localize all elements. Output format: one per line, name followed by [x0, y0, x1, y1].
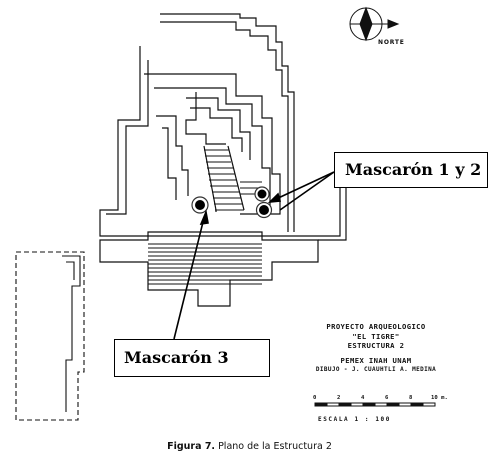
- site-name: "EL TIGRE": [352, 331, 400, 341]
- upper-outline-inner: [160, 21, 289, 232]
- platform-left-steps: [156, 115, 189, 196]
- north-label: NORTE: [378, 39, 405, 46]
- figure-number: Figura 7.: [167, 441, 216, 452]
- platform-step-2: [190, 107, 243, 152]
- figure-caption: Figura 7. Plano de la Estructura 2: [0, 441, 499, 452]
- left-structure-step-2: [66, 261, 75, 280]
- left-outline: [99, 46, 347, 241]
- scale-tick-8: 8: [409, 395, 413, 401]
- mascaron-3-label: Mascarón 3: [114, 339, 270, 377]
- platform-outer: [144, 73, 281, 215]
- scale-bar: [314, 402, 436, 407]
- north-arrow-icon: [349, 6, 400, 42]
- platform-mid: [154, 87, 271, 206]
- platform-left-steps-2: [162, 127, 177, 200]
- scale-tick-6: 6: [385, 395, 389, 401]
- scale-tick-4: 4: [361, 395, 365, 401]
- mascaron-1-2-label: Mascarón 1 y 2: [334, 152, 488, 188]
- arrow-mascaron-3: [173, 217, 205, 340]
- left-structure-step: [62, 255, 81, 412]
- scale-label: ESCALA 1 : 100: [318, 416, 391, 423]
- structure-name: ESTRUCTURA 2: [347, 341, 405, 350]
- scale-tick-0: 0: [313, 395, 317, 401]
- drawing-credit: DIBUJO - J. CUAUHTLI A. MEDINA: [315, 366, 437, 373]
- stair-right-edge: [227, 145, 245, 211]
- figure-caption-text: Plano de la Estructura 2: [218, 441, 332, 452]
- mascaron-3-marker: [191, 196, 209, 214]
- arrow-mascaron-1-2-a: [273, 171, 335, 201]
- project-title: PROYECTO ARQUEOLOGICO: [326, 322, 426, 331]
- mascaron-1-marker: [254, 186, 270, 202]
- lower-stair-frame: [99, 231, 319, 307]
- platform-inner-box: [185, 92, 226, 145]
- scale-tick-2: 2: [337, 395, 341, 401]
- arrow-mascaron-1-2-b: [279, 171, 335, 211]
- left-structure: [15, 251, 85, 421]
- upper-outline: [160, 13, 295, 232]
- title-block: PROYECTO ARQUEOLOGICO "EL TIGRE" ESTRUCT…: [296, 322, 456, 375]
- platform-step-1: [186, 97, 251, 160]
- mascaron-2-marker: [255, 201, 273, 219]
- scale-tick-10: 10 m.: [431, 395, 448, 401]
- left-outline-inner: [106, 60, 149, 215]
- institutions: PEMEX INAH UNAM: [340, 355, 412, 365]
